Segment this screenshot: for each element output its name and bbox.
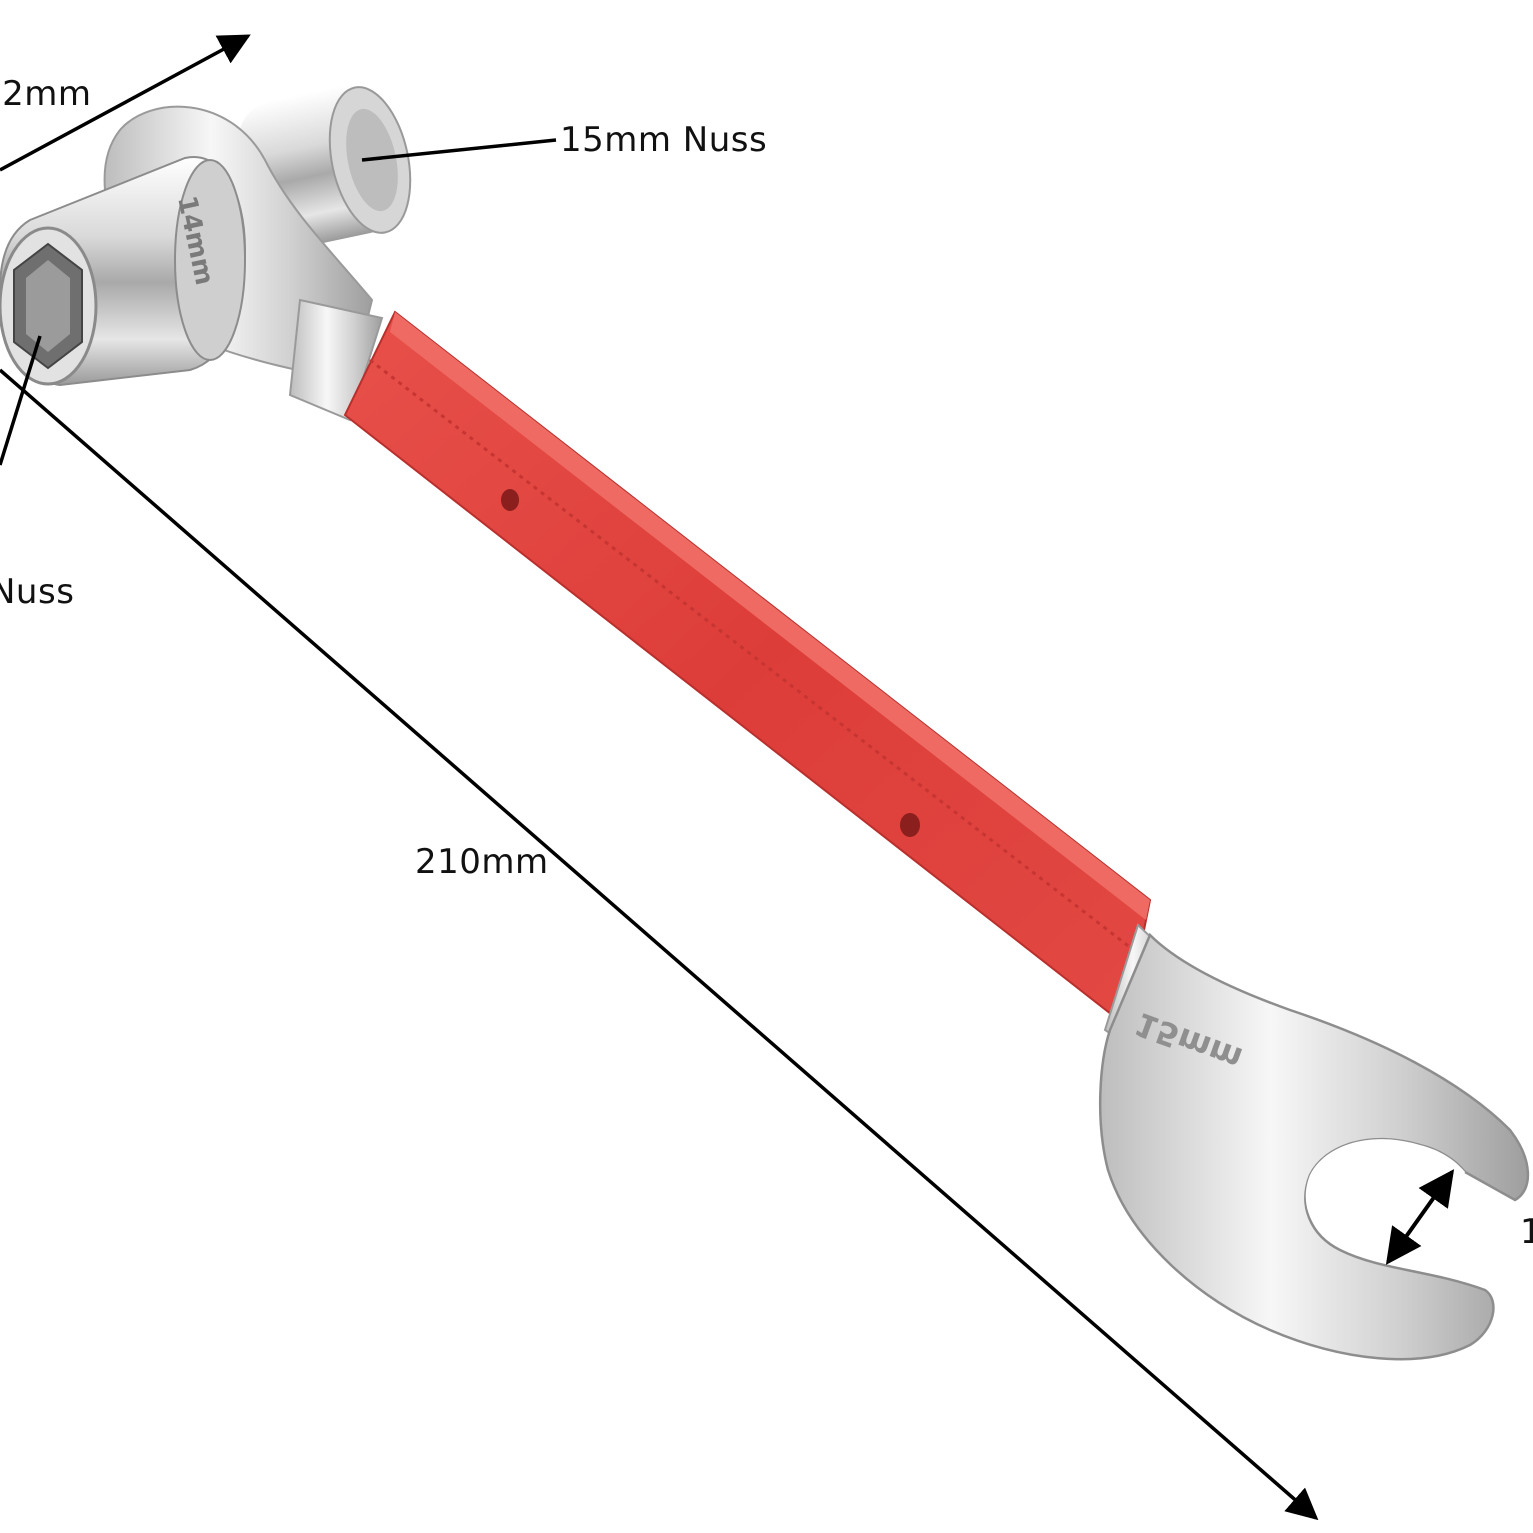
leader-15mm	[361, 138, 557, 162]
label-14mm-nuss: Nuss	[0, 572, 75, 612]
open-end-jaw: 15mm	[1098, 932, 1530, 1361]
jaw-width-arrow	[1385, 1169, 1455, 1265]
label-15mm-nuss: 15mm Nuss	[560, 120, 768, 160]
label-52mm: 52mm	[0, 74, 92, 114]
red-handle	[343, 310, 1152, 1027]
total-length-arrow	[0, 368, 1319, 1521]
label-210mm: 210mm	[415, 842, 549, 882]
leader-14mm	[0, 335, 42, 466]
handle-hole-lower	[900, 813, 920, 837]
socket-length-arrow	[0, 34, 251, 172]
handle-hole-upper	[501, 489, 519, 511]
socket-14mm: 14mm	[0, 155, 247, 387]
label-jaw-width: 1	[1520, 1212, 1533, 1252]
